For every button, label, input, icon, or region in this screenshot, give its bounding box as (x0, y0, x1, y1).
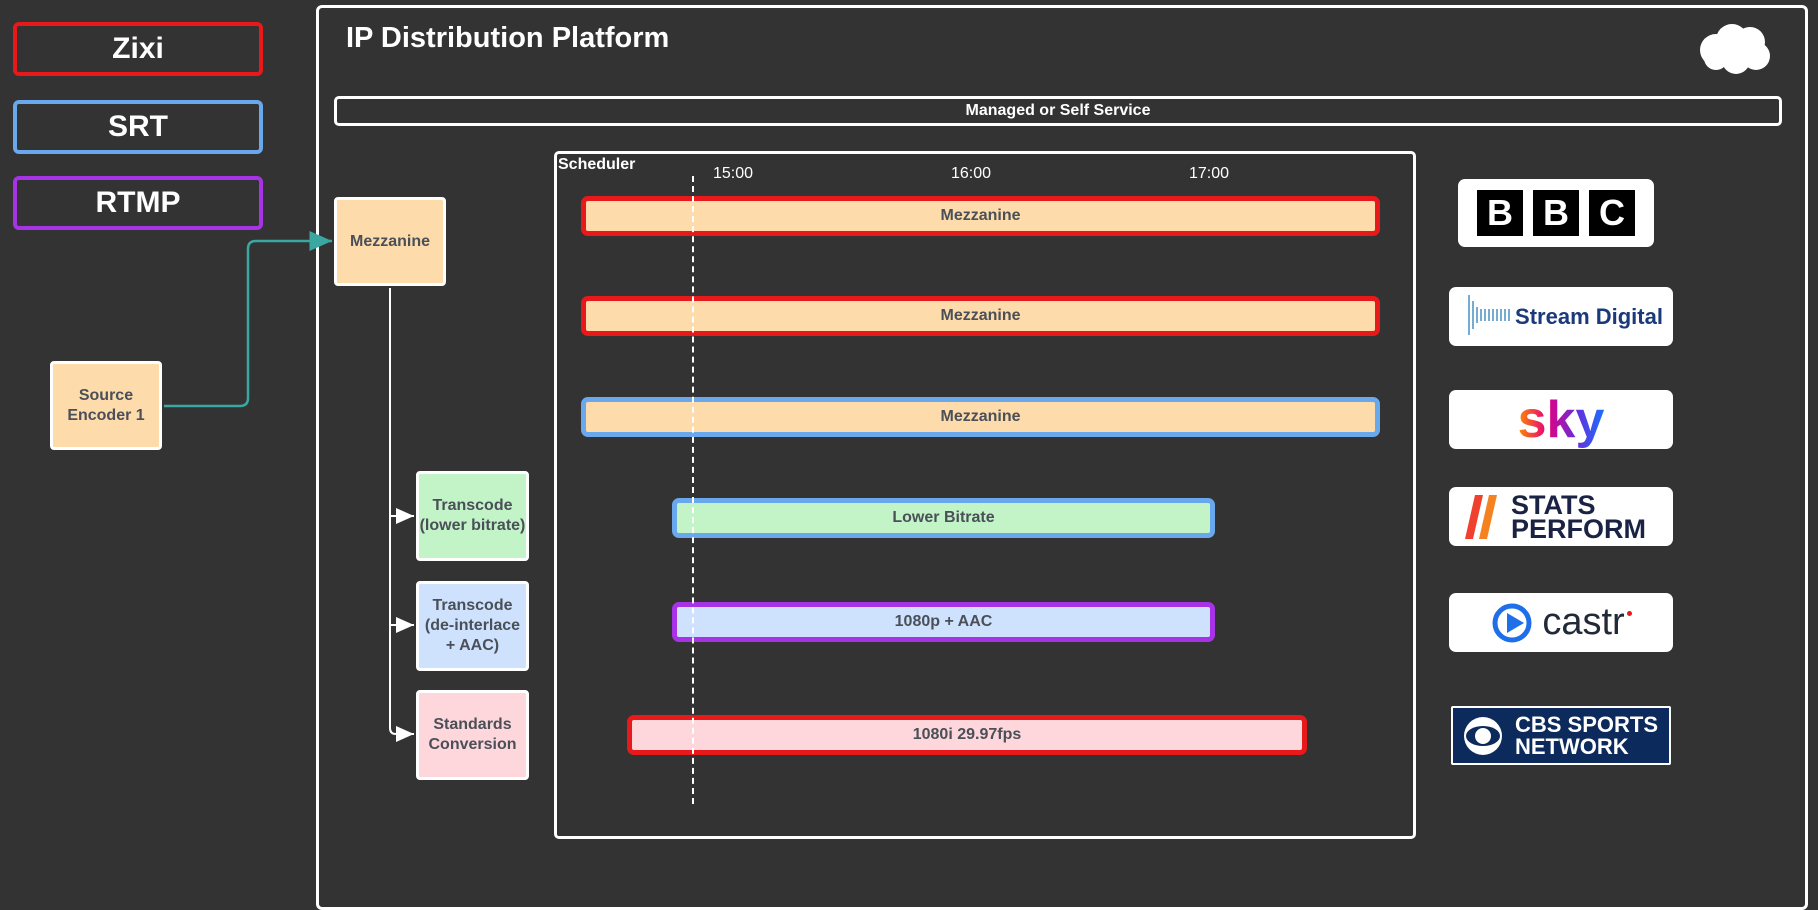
transcode-lower-bitrate-node[interactable]: Transcode (lower bitrate) (416, 471, 529, 561)
legend-zixi-label: Zixi (112, 32, 164, 65)
schedule-bar-mezzanine-srt[interactable]: Mezzanine (581, 397, 1380, 437)
castr-text: castr (1542, 601, 1625, 643)
sky-logo: sky (1449, 390, 1673, 449)
cbs-eye-icon (1464, 717, 1502, 755)
schedule-bar-label: Mezzanine (940, 408, 1021, 425)
castr-dot (1626, 611, 1632, 616)
stream-digital-bars-icon (1468, 295, 1510, 335)
cloud-icon (1696, 20, 1772, 76)
tick-1600: 16:00 (951, 165, 992, 182)
cbs-line2: NETWORK (1515, 733, 1629, 759)
bbc-logo: B B C (1458, 179, 1654, 247)
legend-srt-label: SRT (108, 110, 168, 143)
stats-perform-line1: STATS (1511, 489, 1596, 520)
managed-label: Managed or Self Service (965, 102, 1151, 119)
source-encoder-node[interactable]: Source Encoder 1 (50, 361, 162, 450)
stats-perform-line2: PERFORM (1511, 513, 1646, 544)
legend-zixi: Zixi (13, 22, 263, 76)
schedule-bar-1080i[interactable]: 1080i 29.97fps (627, 715, 1307, 755)
bbc-letter: B (1533, 190, 1579, 236)
schedule-bar-lower-bitrate[interactable]: Lower Bitrate (672, 498, 1215, 538)
schedule-bar-label: 1080i 29.97fps (912, 726, 1022, 743)
transcode-deinterlace-node[interactable]: Transcode (de-interlace + AAC) (416, 581, 529, 671)
schedule-bar-mezzanine-zixi-2[interactable]: Mezzanine (581, 296, 1380, 336)
tick-1500: 15:00 (713, 165, 754, 182)
platform-title: IP Distribution Platform (346, 22, 670, 54)
standards-conversion-node[interactable]: Standards Conversion (416, 690, 529, 780)
scheduler-panel (554, 151, 1416, 839)
schedule-bar-mezzanine-zixi-1[interactable]: Mezzanine (581, 196, 1380, 236)
mezzanine-node[interactable]: Mezzanine (334, 197, 446, 286)
schedule-bar-label: Mezzanine (940, 207, 1021, 224)
scheduler-label: Scheduler (558, 156, 636, 173)
tick-1700: 17:00 (1189, 165, 1230, 182)
stream-digital-text: Stream Digital (1515, 303, 1663, 329)
castr-logo: castr (1449, 593, 1673, 652)
bbc-letter: B (1477, 190, 1523, 236)
current-time-marker (692, 176, 694, 804)
cbs-sports-network-logo: CBS SPORTS NETWORK (1451, 706, 1671, 765)
bbc-letter: C (1589, 190, 1635, 236)
legend-srt: SRT (13, 100, 263, 154)
castr-play-icon (1492, 603, 1532, 643)
schedule-bar-1080p-aac[interactable]: 1080p + AAC (672, 602, 1215, 642)
sky-text: sky (1517, 390, 1605, 449)
source-to-mezzanine-connector (164, 231, 332, 408)
stats-perform-slashes-icon (1465, 495, 1497, 539)
stream-digital-logo: Stream Digital (1449, 287, 1673, 346)
stats-perform-logo: STATS PERFORM (1449, 487, 1673, 546)
schedule-bar-label: 1080p + AAC (894, 613, 993, 630)
cbs-line1: CBS SPORTS (1515, 711, 1659, 737)
schedule-bar-label: Mezzanine (940, 307, 1021, 324)
managed-self-service-bar: Managed or Self Service (334, 96, 1782, 126)
legend-rtmp: RTMP (13, 176, 263, 230)
schedule-bar-label: Lower Bitrate (892, 509, 995, 526)
legend-rtmp-label: RTMP (95, 186, 181, 219)
